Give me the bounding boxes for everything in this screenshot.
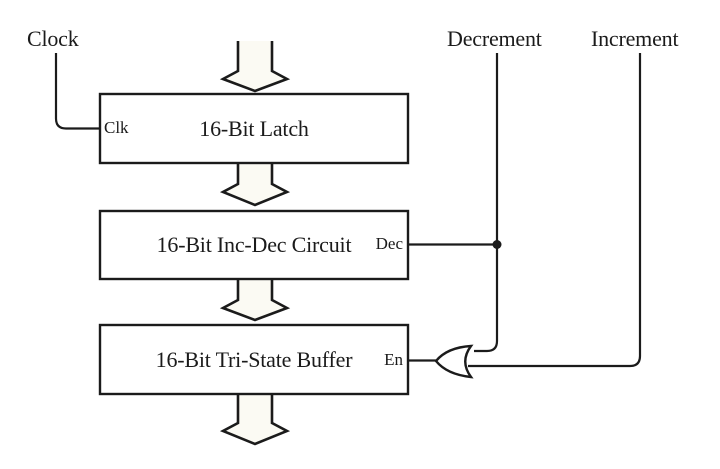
dec-port-label: Dec xyxy=(375,234,403,253)
clock-wire xyxy=(54,53,100,130)
latch-block-outline xyxy=(98,92,410,165)
bus-arrow-output xyxy=(219,395,291,446)
bus-arrow-into-latch xyxy=(219,41,291,93)
decrement-wire xyxy=(474,53,499,353)
en-port-label: En xyxy=(384,350,403,369)
clk-port-label: Clk xyxy=(104,118,129,137)
incdec-block-label: 16-Bit Inc-Dec Circuit xyxy=(156,232,352,257)
bus-arrow-latch-to-incdec xyxy=(219,164,291,207)
clock-signal-label: Clock xyxy=(27,26,79,51)
bus-arrow-incdec-to-buffer xyxy=(219,280,291,322)
latch-block-label: 16-Bit Latch xyxy=(199,115,309,141)
increment-wire xyxy=(468,53,642,368)
decrement-signal-label: Decrement xyxy=(447,26,542,51)
junction-dot xyxy=(492,240,502,249)
increment-signal-label: Increment xyxy=(591,26,679,51)
tristate-block-outline xyxy=(98,323,410,396)
or-gate-icon xyxy=(434,344,474,379)
tristate-block-label: 16-Bit Tri-State Buffer xyxy=(155,346,353,372)
incdec-block-outline xyxy=(98,209,410,281)
